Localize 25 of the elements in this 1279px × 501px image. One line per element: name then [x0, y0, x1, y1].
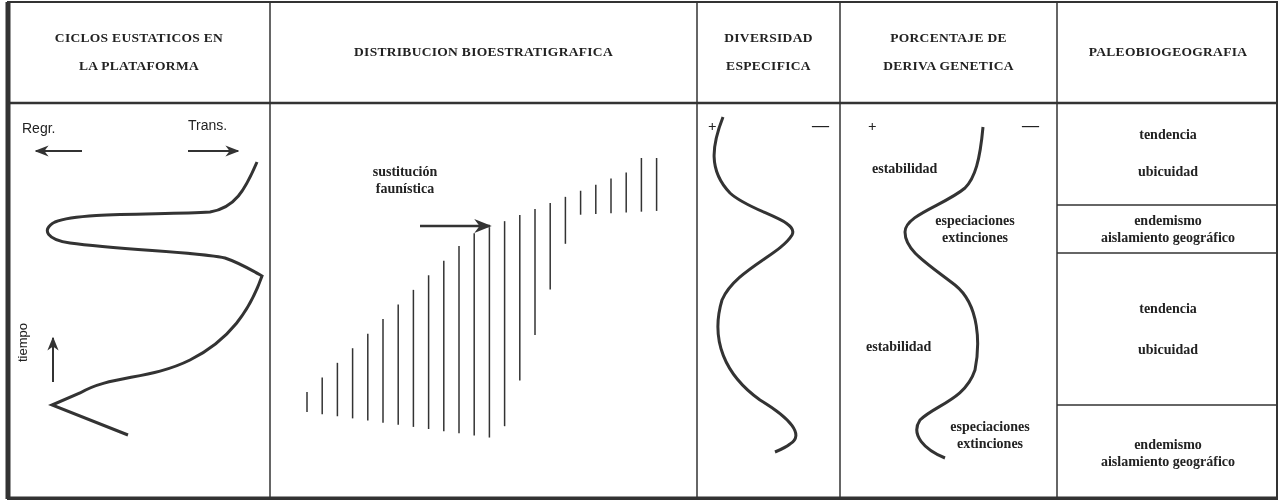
annotation-text: estabilidad: [866, 338, 932, 355]
annotation-text: sustitución faunística: [371, 163, 439, 197]
annotation-text: especiaciones extinciones: [934, 212, 1016, 246]
cell-text: aislamiento geográfico: [1100, 452, 1236, 470]
cell-text: ubicuidad: [1138, 341, 1198, 358]
cell-text: endemismo: [1134, 212, 1202, 229]
annotation-text: tiempo: [14, 322, 31, 362]
cell-text: endemismo: [1134, 435, 1202, 453]
header-text: PORCENTAJE DE DERIVA GENETICA: [882, 28, 1015, 75]
annotation-text: Trans.: [188, 117, 228, 134]
annotation-text: —: [1022, 117, 1039, 134]
cell-text: ubicuidad: [1138, 163, 1198, 180]
annotation-text: estabilidad: [872, 160, 938, 177]
annotation-text: especiaciones extinciones: [949, 418, 1031, 452]
cell-text: tendencia: [1139, 300, 1197, 317]
annotation-text: —: [812, 117, 829, 134]
header-text: DIVERSIDAD ESPECIFICA: [723, 28, 814, 75]
header-text: DISTRIBUCION BIOESTRATIGRAFICA: [354, 42, 613, 61]
header-text: PALEOBIOGEOGRAFIA: [1088, 42, 1248, 61]
cell-text: tendencia: [1139, 126, 1197, 143]
annotation-text: +: [868, 118, 877, 135]
cell-text: aislamiento geográfico: [1100, 229, 1236, 246]
annotation-text: Regr.: [22, 120, 56, 137]
header-text: CICLOS EUSTATICOS EN LA PLATAFORMA: [53, 28, 225, 75]
annotation-text: +: [708, 118, 717, 135]
